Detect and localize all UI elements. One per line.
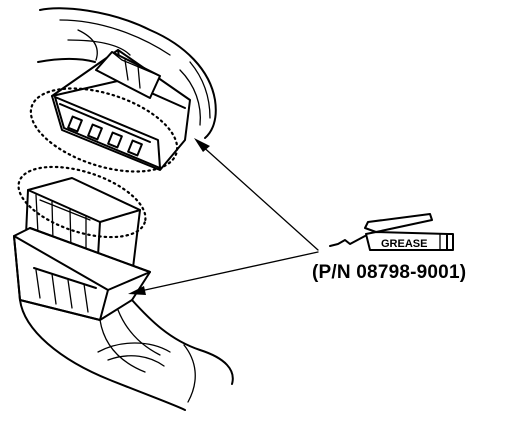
grease-tube-icon: GREASE [329, 213, 454, 251]
part-number-label: (P/N 08798-9001) [312, 262, 467, 283]
lower-connector-icon [13, 165, 151, 321]
lower-harness-cable [19, 299, 234, 411]
grease-area-marker-lower [17, 165, 147, 239]
grease-area-marker-upper [29, 87, 179, 173]
arrow-to-lower-connector [128, 251, 319, 295]
upper-connector-icon [29, 49, 191, 173]
upper-harness-cable [37, 7, 217, 139]
arrow-to-upper-connector [194, 138, 319, 251]
grease-tube-label: GREASE [381, 238, 427, 250]
